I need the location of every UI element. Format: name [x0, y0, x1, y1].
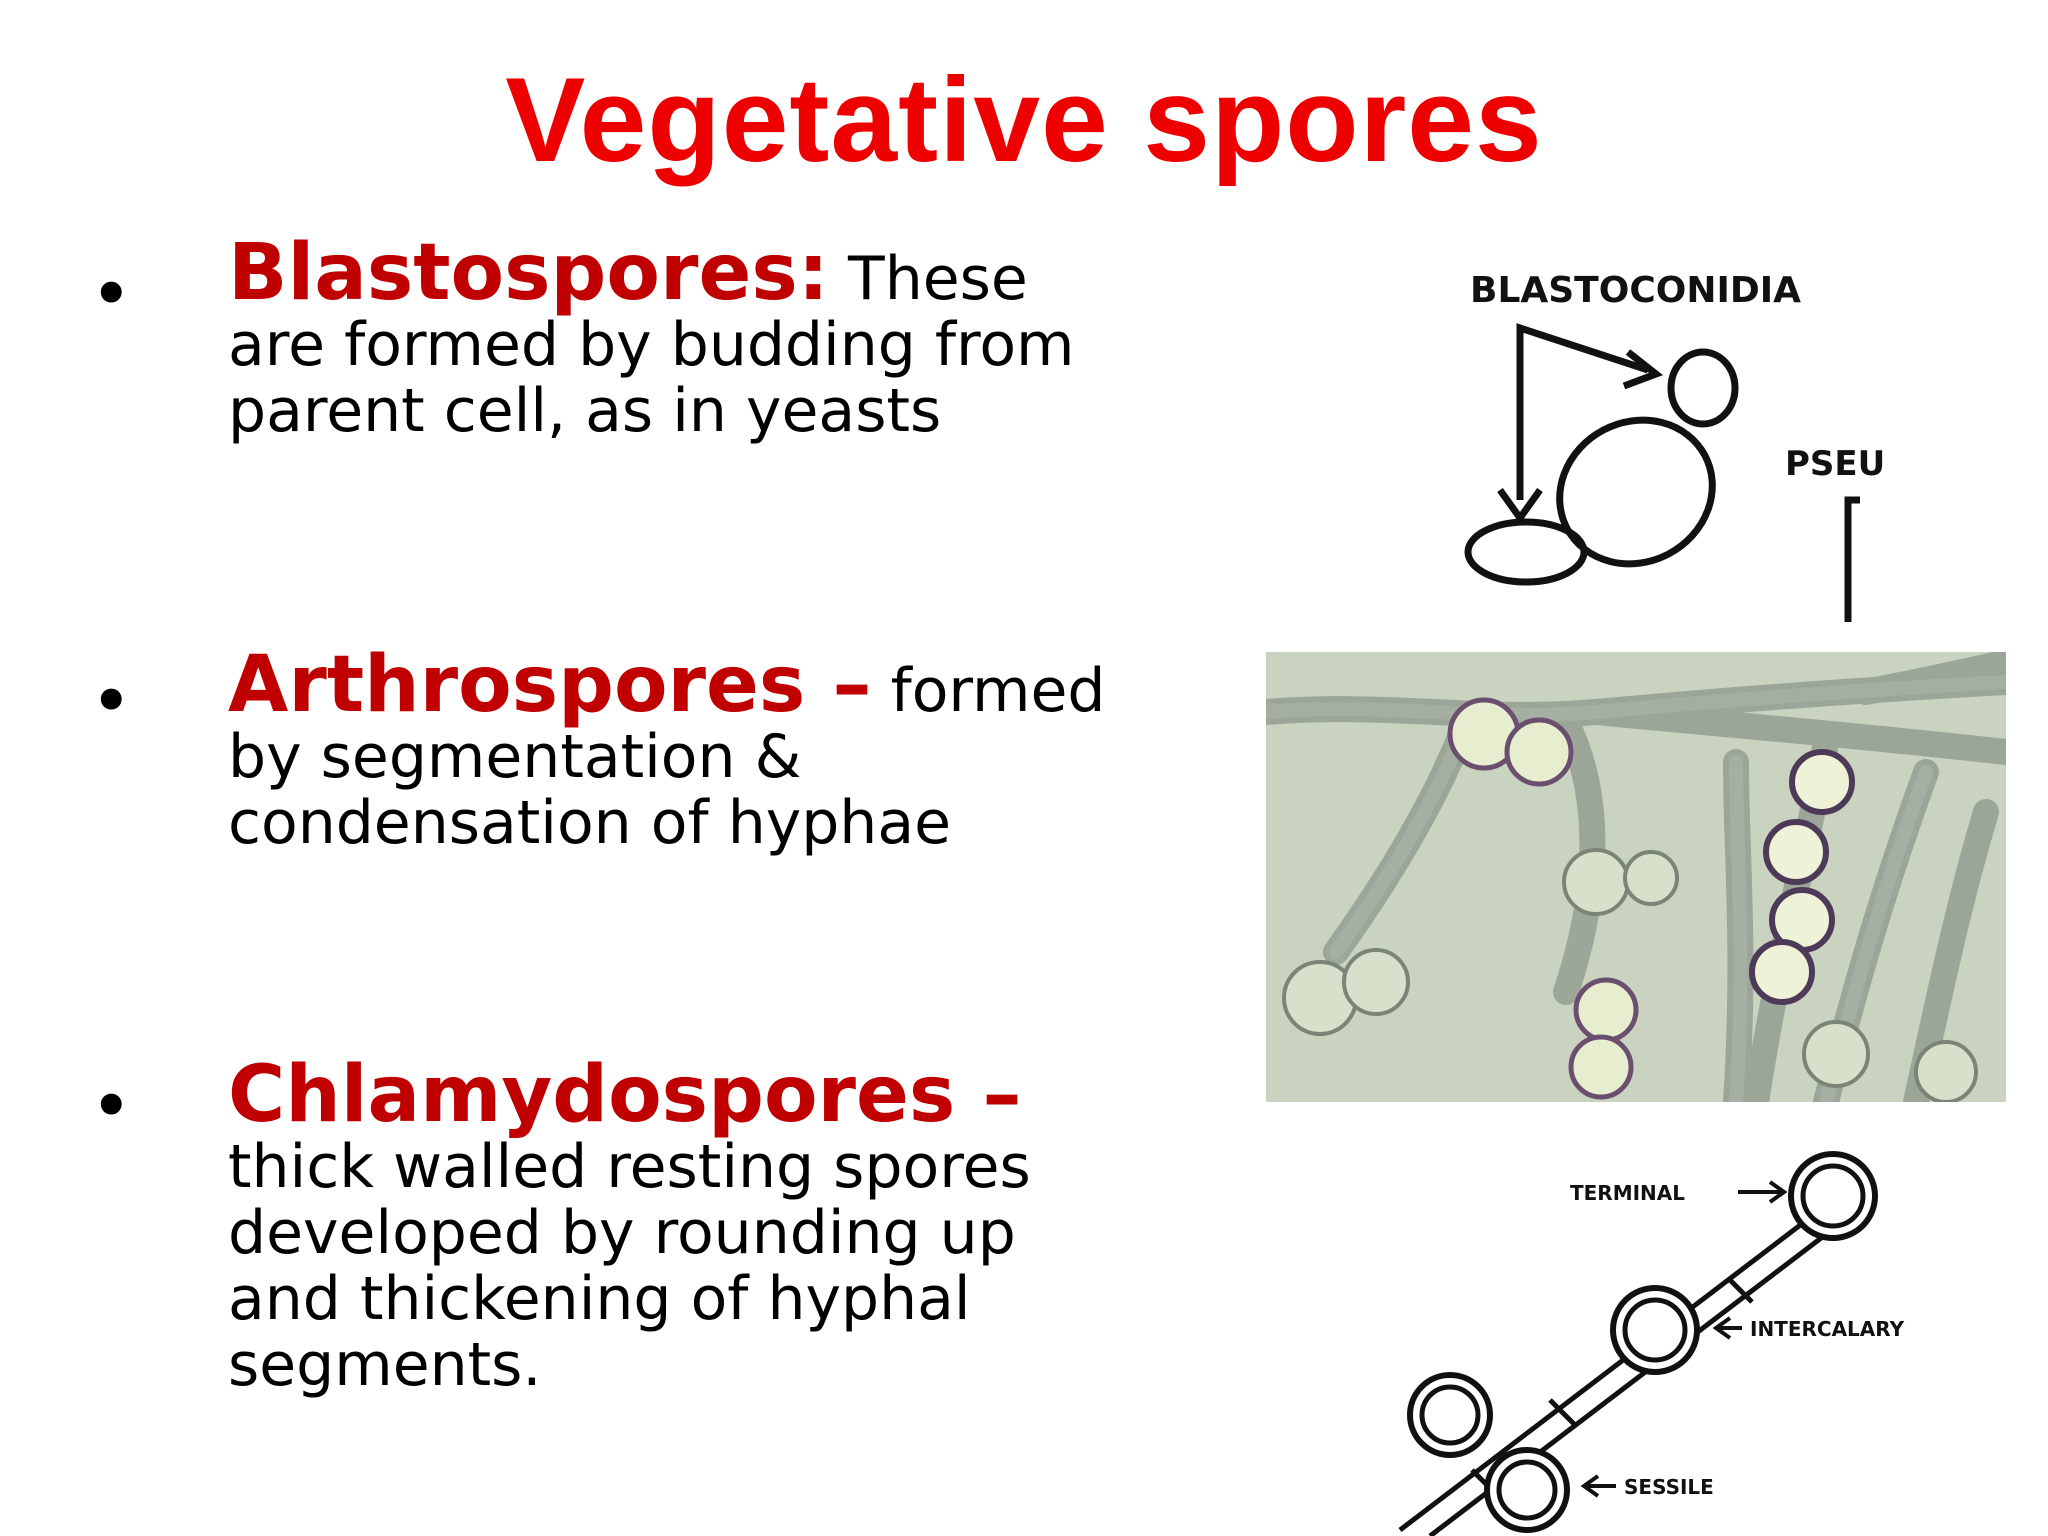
intercalary-label: INTERCALARY	[1750, 1317, 1905, 1341]
arrow-path	[1516, 323, 1650, 500]
bullet-1-line-3: parent cell, as in yeasts	[228, 376, 942, 446]
term-arthrospores: Arthrospores –	[228, 640, 872, 730]
bullet-2-line-2: by segmentation &	[228, 722, 802, 792]
bullet-1-line-2: are formed by budding from	[228, 310, 1075, 380]
bullet-2-line-3: condensation of hyphae	[228, 788, 952, 858]
term-blastospores: Blastospores:	[228, 228, 829, 318]
bullet-dot-1: •	[90, 252, 133, 336]
blastoconidia-label: BLASTOCONIDIA	[1470, 270, 1801, 311]
septum-2	[1548, 1398, 1576, 1426]
sessile-arrow-icon	[1580, 1474, 1616, 1498]
intercalary-spore-inner	[1622, 1297, 1688, 1363]
bullet-3-line-3: and thickening of hyphal	[228, 1264, 971, 1334]
bullet-1-line-1: These	[848, 244, 1028, 314]
extra-spore-inner	[1419, 1384, 1481, 1446]
bullet-dot-3: •	[90, 1064, 133, 1148]
term-chlamydospores: Chlamydospores –	[228, 1050, 1022, 1140]
arrow-head-down	[1497, 487, 1543, 525]
hypha-line-left	[1398, 1208, 1822, 1532]
bullet-chlamydospores: Chlamydospores – thick walled resting sp…	[228, 1056, 1031, 1400]
bullet-blastospores: Blastospores: These are formed by buddin…	[228, 234, 1075, 446]
pseu-label: PSEU	[1785, 444, 1885, 484]
septum-1	[1728, 1278, 1754, 1304]
arrow-head-right	[1622, 349, 1664, 390]
terminal-arrow-icon	[1738, 1180, 1788, 1204]
blastoconidia-diagram: BLASTOCONIDIA PSEU	[1464, 270, 1885, 622]
bullet-arthrospores: Arthrospores – formed by segmentation & …	[228, 646, 1106, 858]
sessile-label: SESSILE	[1624, 1475, 1714, 1499]
terminal-spore-inner	[1800, 1163, 1866, 1229]
bud-cell-small	[1667, 348, 1739, 428]
pseu-line	[1844, 496, 1860, 622]
terminal-label: TERMINAL	[1570, 1181, 1685, 1205]
intercalary-arrow-icon	[1712, 1316, 1742, 1340]
micrograph-image	[1266, 652, 2006, 1102]
bullet-3-line-1: thick walled resting spores	[228, 1132, 1031, 1202]
chlamydospore-diagram: TERMINAL INTERCALARY SESSILE	[1398, 1151, 1905, 1536]
slide-title: Vegetative spores	[505, 53, 1543, 187]
sessile-spore-inner	[1496, 1459, 1558, 1521]
bullet-3-line-2: developed by rounding up	[228, 1198, 1016, 1268]
bullet-dot-2: •	[90, 659, 133, 743]
bullet-2-line-1: formed	[890, 656, 1106, 726]
bullet-3-line-4: segments.	[228, 1330, 542, 1400]
bud-cell-bottom	[1464, 518, 1588, 586]
spore-cells	[1282, 697, 1978, 1102]
